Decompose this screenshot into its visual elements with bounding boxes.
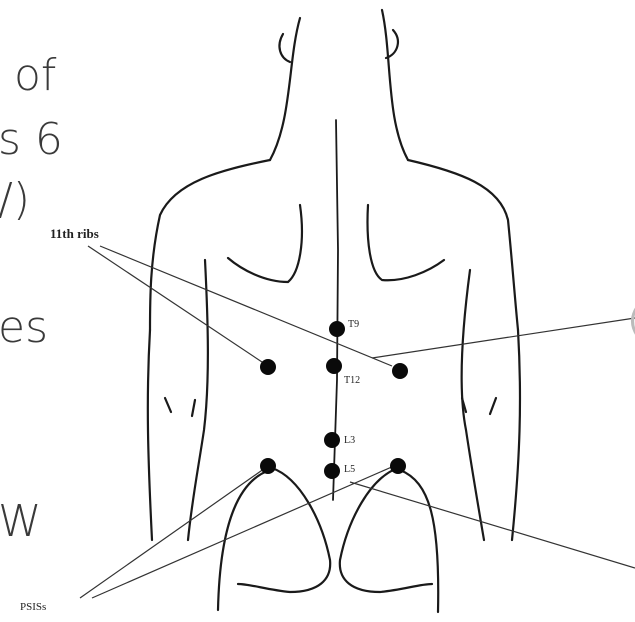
right-11th-rib-dot <box>392 363 408 379</box>
label-11th-ribs: 11th ribs <box>50 226 99 241</box>
right-side-pointer-upper <box>372 318 635 358</box>
left-neck-line <box>270 18 300 160</box>
right-psis-dot <box>390 458 406 474</box>
right-arm-outer <box>512 330 520 540</box>
label-l5: L5 <box>344 464 355 475</box>
left-buttock-curve <box>238 468 330 592</box>
body-outline <box>148 10 520 612</box>
label-psis: PSISs <box>20 601 46 613</box>
ribs-pointer-right <box>100 246 392 366</box>
left-elbow-mark-1 <box>165 398 171 412</box>
right-buttock-curve <box>340 468 432 592</box>
pointer-lines <box>80 246 635 598</box>
t12-dot <box>326 358 342 374</box>
ribs-pointer-left <box>88 246 268 366</box>
left-arm-outer <box>148 330 152 540</box>
right-side-pointer-lower <box>350 482 635 568</box>
left-arm-inner <box>188 260 208 540</box>
label-t12: T12 <box>344 375 360 386</box>
l3-dot <box>324 432 340 448</box>
right-scapula <box>368 205 444 280</box>
label-t9: T9 <box>348 319 359 330</box>
right-hip-curve <box>400 470 438 612</box>
right-elbow-mark-2 <box>490 398 496 414</box>
left-shoulder-line <box>150 160 270 330</box>
left-psis-dot <box>260 458 276 474</box>
right-shoulder-line <box>408 160 518 330</box>
psis-pointer-left <box>80 466 268 598</box>
left-elbow-mark-2 <box>192 400 195 416</box>
left-ear-outline <box>279 34 290 62</box>
label-l3: L3 <box>344 435 355 446</box>
l5-dot <box>324 463 340 479</box>
left-11th-rib-dot <box>260 359 276 375</box>
right-edge-text-fragment: ( <box>628 301 635 341</box>
left-scapula <box>228 205 302 282</box>
t9-dot <box>329 321 345 337</box>
